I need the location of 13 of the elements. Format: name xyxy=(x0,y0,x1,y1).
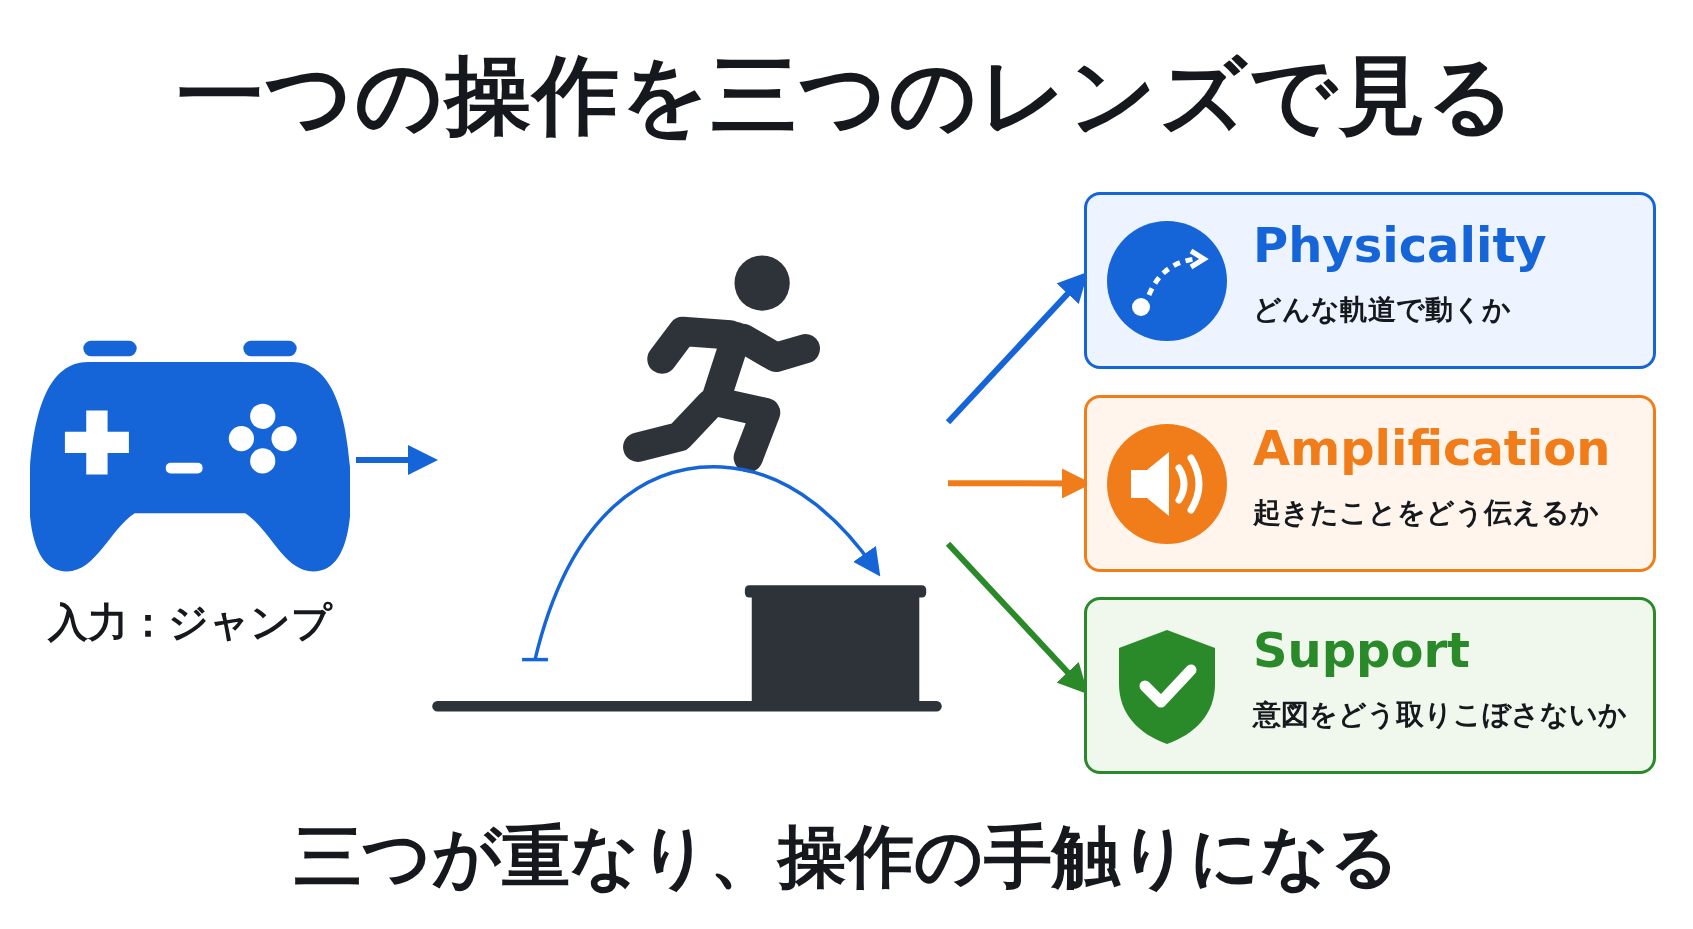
lens-card xyxy=(1084,597,1656,774)
lens-description: どんな軌道で動くか xyxy=(1253,292,1511,328)
lens-description: 起きたことをどう伝えるか xyxy=(1253,495,1599,531)
lens-card xyxy=(1084,395,1656,572)
lens-card xyxy=(1084,192,1656,369)
title: 一つの操作を三つのレンズで見る xyxy=(175,44,1518,147)
lens-description: 意図をどう取りこぼさないか xyxy=(1253,697,1627,733)
lens-heading: Physicality xyxy=(1253,217,1547,273)
lens-heading: Amplification xyxy=(1253,420,1611,476)
arrow xyxy=(356,445,438,475)
lens-heading: Support xyxy=(1253,622,1471,678)
caption: 三つが重なり、操作の手触りになる xyxy=(292,816,1401,898)
input-label: 入力：ジャンプ xyxy=(46,598,334,647)
